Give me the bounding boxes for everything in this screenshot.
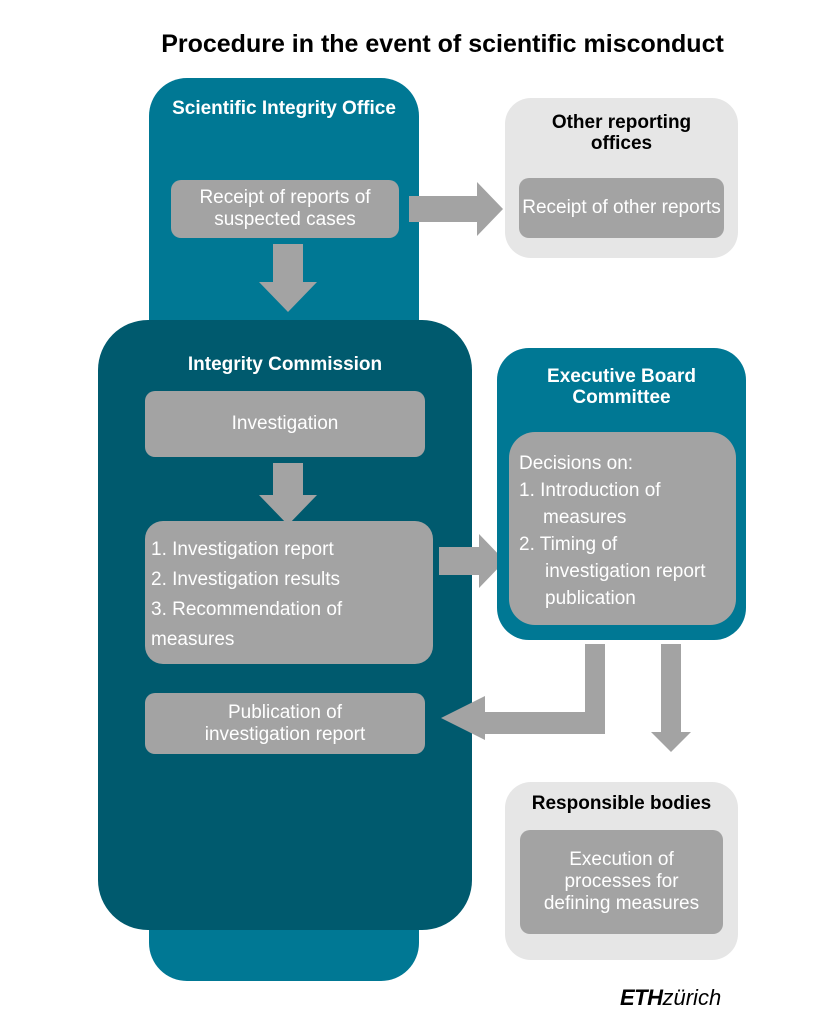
decision-item-2: 2. Timing of	[519, 534, 618, 555]
arrow-right-to-other-offices	[409, 182, 503, 236]
other-receipt-text: Receipt of other reports	[522, 197, 721, 218]
investigation-results-box: 1. Investigation report 2. Investigation…	[145, 521, 433, 664]
decisions-intro: Decisions on:	[519, 453, 634, 474]
arrow-back-to-publication	[441, 644, 605, 740]
decision-item-1-cont: measures	[543, 507, 627, 528]
sio-receipt-text: Receipt of reports of suspected cases	[199, 187, 371, 230]
publication-box: Publication of investigation report	[145, 693, 425, 754]
logo-eth: ETH	[620, 985, 663, 1010]
ic-list-item-3: 3. Recommendation of	[151, 599, 343, 620]
ic-list-item-1: 1. Investigation report	[151, 539, 334, 560]
execution-box: Execution of processes for defining meas…	[520, 830, 723, 934]
publication-text: Publication of investigation report	[204, 701, 366, 745]
responsible-title: Responsible bodies	[531, 793, 712, 814]
arrow-right-to-executive-board	[439, 534, 505, 588]
sio-receipt-box: Receipt of reports of suspected cases	[171, 180, 399, 238]
other-title: Other reporting offices	[551, 112, 692, 154]
decision-item-2-cont: investigation report	[545, 561, 706, 582]
logo-zurich: zürich	[662, 985, 722, 1010]
sio-title: Scientific Integrity Office	[172, 98, 396, 119]
decision-item-2-cont2: publication	[545, 588, 636, 609]
ic-list-item-4: measures	[151, 629, 235, 650]
arrow-down-to-report	[259, 463, 317, 525]
decision-item-1: 1. Introduction of	[519, 480, 661, 501]
ebc-title: Executive Board Committee	[547, 366, 696, 408]
arrow-down-to-commission	[259, 244, 317, 312]
ic-title: Integrity Commission	[187, 354, 383, 375]
other-receipt-box: Receipt of other reports	[519, 178, 724, 238]
decisions-box: Decisions on: 1. Introduction of measure…	[509, 432, 736, 625]
investigation-box: Investigation	[145, 391, 425, 457]
execution-text: Execution of processes for defining meas…	[543, 849, 700, 914]
investigation-text: Investigation	[231, 413, 339, 434]
arrow-down-to-responsible-bodies	[651, 644, 691, 752]
ic-list-item-2: 2. Investigation results	[151, 569, 341, 590]
page-title: Procedure in the event of scientific mis…	[161, 30, 724, 58]
eth-zurich-logo: ETHzürich	[620, 985, 721, 1011]
